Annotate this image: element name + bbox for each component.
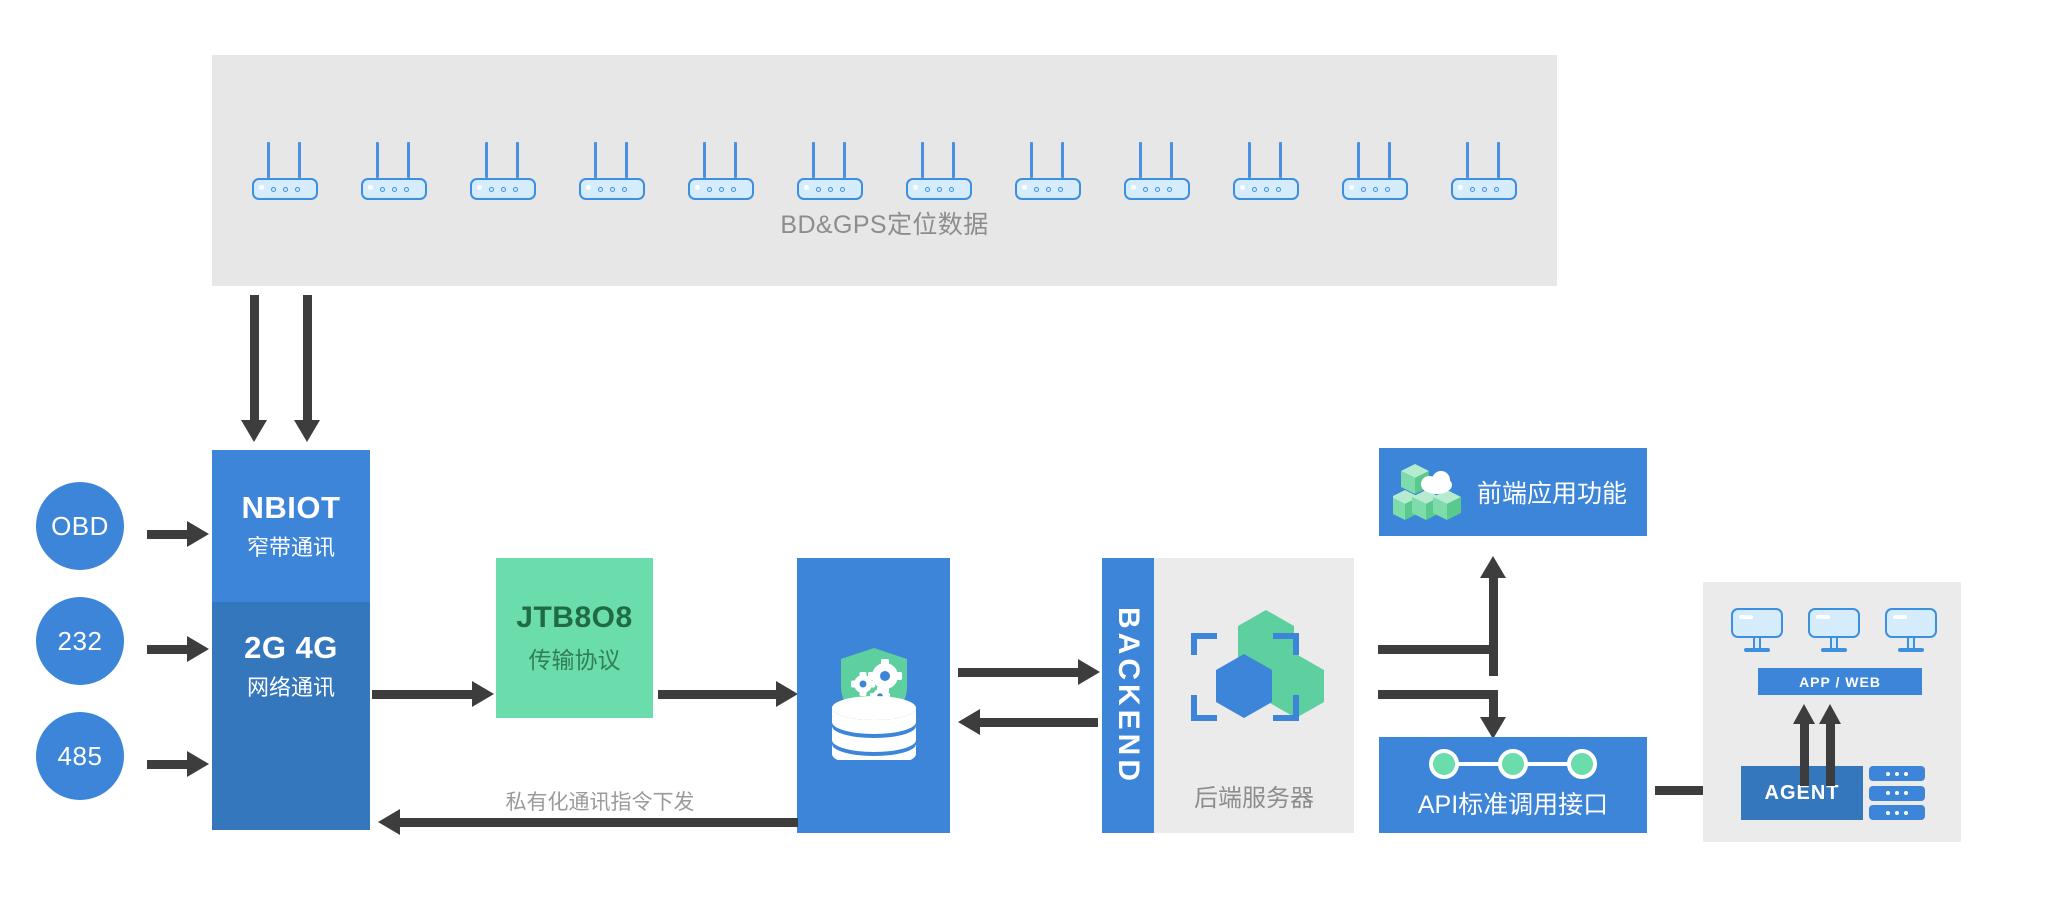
source-node-label: 232 — [57, 625, 103, 656]
source-node-485[interactable]: 485 — [36, 712, 124, 800]
backend-label: 后端服务器 — [1194, 785, 1314, 812]
router-icon — [1451, 142, 1517, 200]
cloud-cubes-icon — [1393, 464, 1461, 520]
source-node-obd[interactable]: OBD — [36, 482, 124, 570]
downlink-label: 私有化通讯指令下发 — [505, 791, 695, 814]
gps-panel-label: BD&GPS定位数据 — [780, 211, 989, 239]
nbiot-block[interactable]: NBIOT 窄带通讯 — [212, 450, 370, 602]
protocol-block[interactable]: JTB8O8 传输协议 — [496, 558, 653, 718]
app-web-label: APP / WEB — [1799, 673, 1881, 690]
frontend-label: 前端应用功能 — [1477, 480, 1628, 508]
router-icon — [361, 142, 427, 200]
router-icon — [797, 142, 863, 200]
node-chain-icon — [1423, 749, 1603, 779]
backend-server-block[interactable]: BACKEND 后端服务器 — [1102, 558, 1354, 833]
router-icon — [1342, 142, 1408, 200]
cellular-block[interactable]: 2G 4G 网络通讯 — [212, 602, 370, 830]
server-rack-icon — [1869, 785, 1925, 801]
app-web-bar[interactable]: APP / WEB — [1758, 668, 1922, 695]
monitor-icon — [1885, 608, 1937, 654]
monitor-icon — [1731, 608, 1783, 654]
monitor-icon — [1808, 608, 1860, 654]
cellular-subtitle: 网络通讯 — [246, 675, 335, 700]
cellular-title: 2G 4G — [244, 630, 338, 665]
source-node-label: OBD — [51, 510, 109, 541]
api-label: API标准调用接口 — [1417, 791, 1609, 819]
router-icon — [579, 142, 645, 200]
protocol-subtitle: 传输协议 — [528, 647, 621, 673]
server-rack-icon — [1869, 805, 1925, 820]
router-icon — [470, 142, 536, 200]
frontend-app-block[interactable]: 前端应用功能 — [1379, 448, 1647, 536]
secure-data-block[interactable] — [797, 558, 950, 833]
agent-label: AGENT — [1764, 781, 1840, 804]
router-icon — [906, 142, 972, 200]
backend-vertical-bar: BACKEND — [1102, 558, 1154, 833]
connector-backend-to-frontend-horizontal — [1378, 645, 1498, 654]
hexagon-cluster-icon — [1191, 610, 1324, 721]
nbiot-title: NBIOT — [241, 490, 341, 525]
server-rack-group — [1869, 766, 1925, 820]
api-interface-block[interactable]: API标准调用接口 — [1379, 737, 1647, 833]
communication-module: NBIOT 窄带通讯 2G 4G 网络通讯 — [212, 450, 370, 830]
router-icon — [1124, 142, 1190, 200]
router-icon — [1233, 142, 1299, 200]
connector-backend-to-api-horizontal — [1378, 690, 1498, 699]
nbiot-subtitle: 窄带通讯 — [246, 535, 335, 560]
source-node-label: 485 — [57, 740, 103, 771]
monitor-row — [1731, 608, 1937, 654]
source-node-232[interactable]: 232 — [36, 597, 124, 685]
server-rack-icon — [1869, 766, 1925, 781]
router-icon — [1015, 142, 1081, 200]
router-icon — [252, 142, 318, 200]
gps-device-panel: BD&GPS定位数据 — [212, 55, 1557, 286]
router-icon — [688, 142, 754, 200]
protocol-title: JTB8O8 — [516, 601, 633, 634]
backend-vertical-label: BACKEND — [1112, 606, 1145, 785]
router-device-row — [252, 140, 1517, 200]
database-shield-gears-icon — [831, 647, 916, 760]
